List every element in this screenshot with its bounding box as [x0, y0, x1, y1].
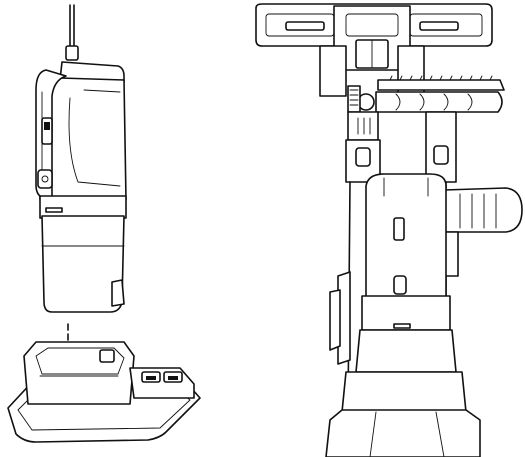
handle-grip — [329, 271, 351, 365]
power-cord — [65, 4, 79, 61]
stick-vacuum-assembly — [255, 3, 523, 457]
lower-canister — [325, 371, 481, 457]
floor-brush-head — [255, 3, 493, 97]
tube-release-button-icon-2 — [433, 145, 449, 165]
side-crevice-tool — [443, 187, 523, 277]
power-switch-icon — [41, 117, 53, 145]
release-button-icon — [37, 169, 53, 189]
roller-brush-head — [357, 75, 505, 113]
handheld-vacuum — [35, 61, 127, 313]
charging-base — [7, 341, 201, 443]
tube-release-button-icon — [355, 147, 371, 167]
switch-icon — [393, 217, 405, 241]
handheld-vacuum-and-charging-base — [7, 4, 201, 443]
mounted-handheld-unit — [355, 173, 457, 373]
connector-joint — [347, 85, 361, 113]
